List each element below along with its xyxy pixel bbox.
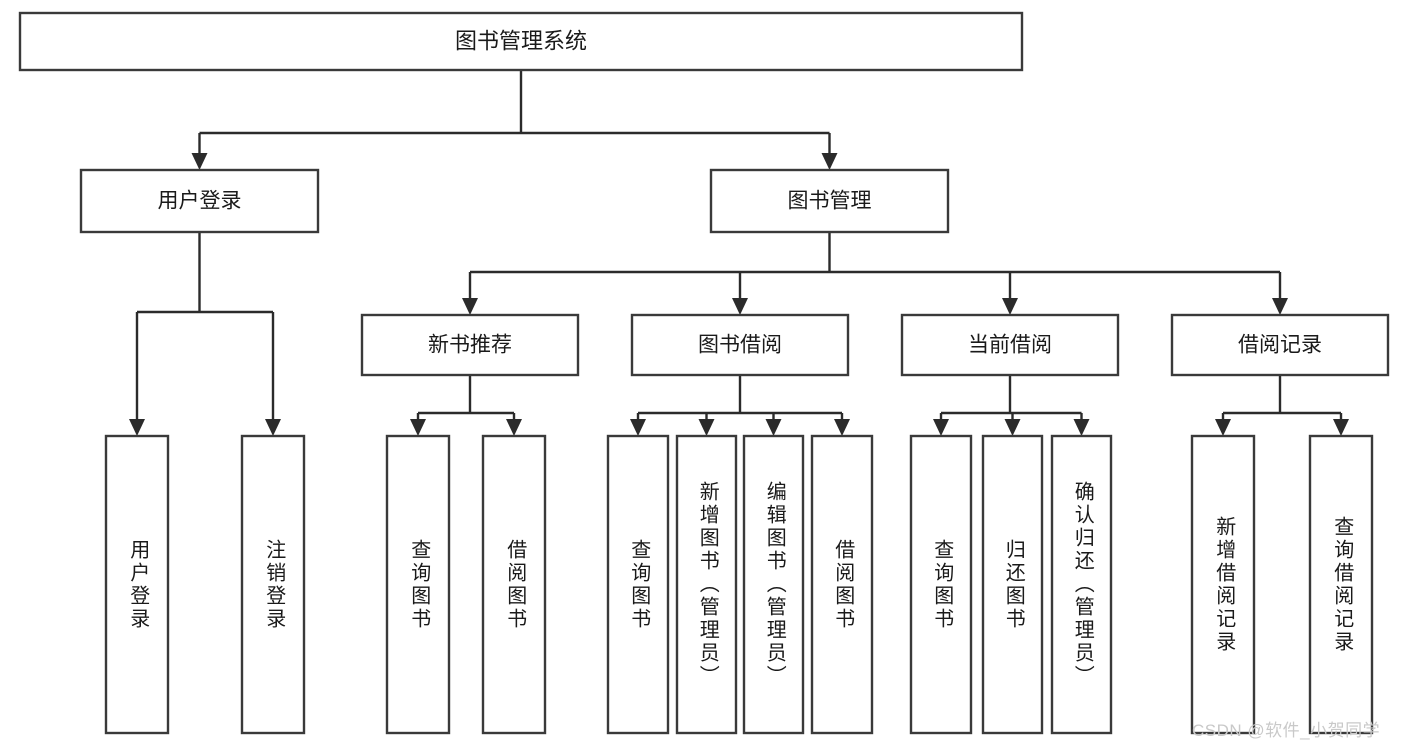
node-box-book-borrow: [630, 313, 850, 377]
leaf-box-bb-edit-book: [742, 434, 805, 735]
arrow-head: [410, 419, 426, 436]
node-box-book-manage: [709, 168, 950, 234]
leaf-box-bb-add-book: [675, 434, 738, 735]
leaf-box-cb-query-book: [909, 434, 973, 735]
arrow-head: [834, 419, 850, 436]
node-label-user-login: 用户登录: [158, 190, 242, 213]
connector-layer: [129, 70, 1349, 436]
arrow-head: [191, 153, 208, 170]
arrow-head: [265, 419, 281, 436]
node-box-root: [18, 11, 1024, 72]
arrow-head: [462, 298, 478, 315]
arrow-head: [1333, 419, 1349, 436]
node-label-root: 图书管理系统: [455, 28, 587, 53]
node-label-borrow-record: 借阅记录: [1238, 334, 1322, 357]
arrow-head: [1073, 419, 1090, 436]
node-label-book-manage: 图书管理: [788, 190, 872, 213]
node-box-new-book-rec: [360, 313, 580, 377]
leaf-box-br-query-record: [1308, 434, 1374, 735]
node-label-book-borrow: 图书借阅: [698, 334, 782, 357]
leaf-box-cb-confirm-return: [1050, 434, 1113, 735]
arrow-head: [129, 419, 145, 436]
arrow-head: [1272, 298, 1288, 315]
arrow-head: [1004, 419, 1021, 436]
arrow-head: [732, 298, 748, 315]
node-box-user-login: [79, 168, 320, 234]
node-label-current-borrow: 当前借阅: [968, 334, 1052, 357]
node-box-borrow-record: [1170, 313, 1390, 377]
leaf-box-bb-query-book: [606, 434, 670, 735]
leaf-box-br-add-record: [1190, 434, 1256, 735]
leaf-box-user-logout-leaf: [240, 434, 306, 735]
arrow-head: [821, 153, 838, 170]
csdn-watermark: CSDN @软件_小贺同学: [1192, 721, 1381, 740]
leaf-box-nbr-query-book: [385, 434, 451, 735]
arrow-head: [630, 419, 646, 436]
leaf-box-cb-return-book: [981, 434, 1044, 735]
leaf-box-bb-borrow-book: [810, 434, 874, 735]
arrow-head: [506, 419, 522, 436]
node-label-new-book-rec: 新书推荐: [428, 334, 512, 357]
arrow-head: [698, 419, 715, 436]
arrow-head: [1002, 298, 1018, 315]
leaf-box-nbr-borrow-book: [481, 434, 547, 735]
arrow-head: [933, 419, 949, 436]
arrow-head: [765, 419, 782, 436]
node-box-current-borrow: [900, 313, 1120, 377]
leaf-box-user-login-leaf: [104, 434, 170, 735]
arrow-head: [1215, 419, 1231, 436]
box-layer: [18, 11, 1390, 735]
